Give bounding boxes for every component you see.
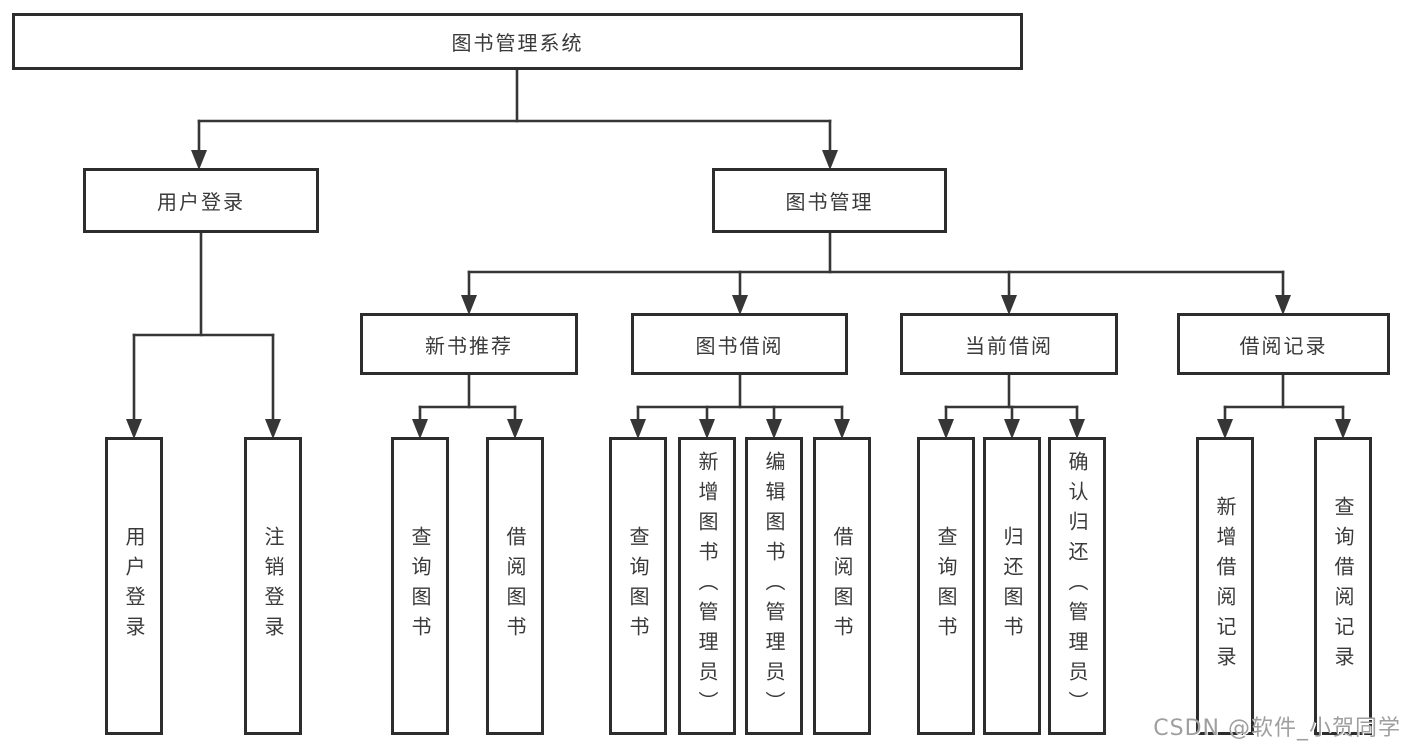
node-root-library-management-system: 图书管理系统 xyxy=(12,13,1023,70)
leaf-borrow-borrow-book: 借阅图书 xyxy=(813,437,871,735)
connector-user-login-to-leaves xyxy=(126,231,281,439)
leaf-current-confirm-return-admin: 确认归还（管理员） xyxy=(1048,437,1106,735)
leaf-borrow-add-book-admin: 新增图书（管理员） xyxy=(678,437,736,735)
csdn-watermark: CSDN @软件_小贺同学 xyxy=(1153,716,1401,741)
connector-book-management-to-level3 xyxy=(461,231,1291,315)
connector-root-to-level2 xyxy=(191,68,838,170)
leaf-newrec-borrow-book: 借阅图书 xyxy=(486,437,544,735)
connector-new-book-recommend-to-leaves xyxy=(412,373,523,439)
connector-book-borrow-to-leaves xyxy=(630,373,850,439)
node-user-login: 用户登录 xyxy=(83,168,319,233)
leaf-records-query-borrow-record: 查询借阅记录 xyxy=(1314,437,1372,735)
node-new-book-recommend: 新书推荐 xyxy=(360,313,578,375)
connector-current-borrow-to-leaves xyxy=(938,373,1085,439)
node-borrow-records: 借阅记录 xyxy=(1177,313,1390,375)
node-book-management: 图书管理 xyxy=(712,168,947,233)
leaf-current-return-book: 归还图书 xyxy=(983,437,1041,735)
leaf-current-query-book: 查询图书 xyxy=(917,437,975,735)
node-current-borrow: 当前借阅 xyxy=(900,313,1118,375)
leaf-records-add-borrow-record: 新增借阅记录 xyxy=(1196,437,1254,735)
leaf-newrec-query-book: 查询图书 xyxy=(391,437,449,735)
connector-borrow-records-to-leaves xyxy=(1217,373,1351,439)
node-book-borrow: 图书借阅 xyxy=(631,313,848,375)
leaf-borrow-query-book: 查询图书 xyxy=(609,437,667,735)
leaf-user-login: 用户登录 xyxy=(105,437,163,735)
leaf-borrow-edit-book-admin: 编辑图书（管理员） xyxy=(745,437,803,735)
leaf-logout: 注销登录 xyxy=(244,437,302,735)
